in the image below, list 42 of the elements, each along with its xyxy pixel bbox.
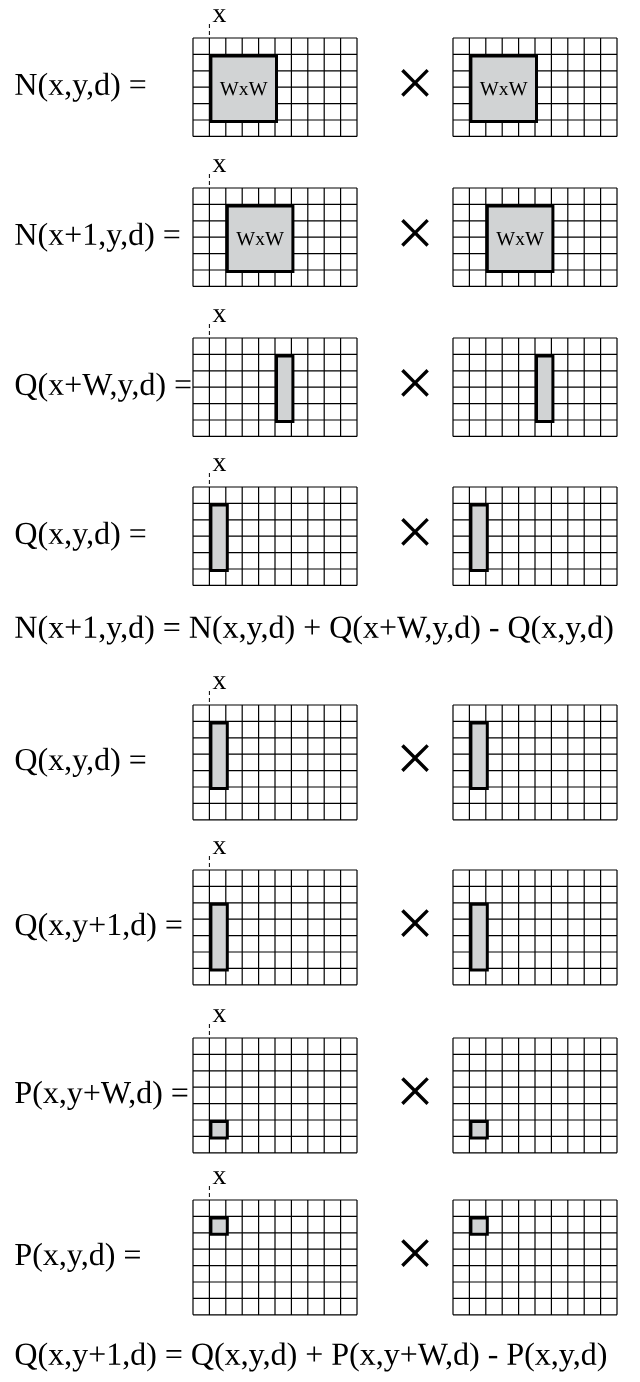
equation: N(x+1,y,d) = N(x,y,d) + Q(x+W,y,d) - Q(x,y,d) [15, 615, 613, 645]
axis-label: x [212, 9, 227, 22]
highlight-box [469, 721, 489, 790]
highlight-box: WxW [469, 54, 538, 123]
highlight-box [469, 503, 489, 572]
multiply-sign: × [401, 1239, 429, 1267]
axis-label: x [212, 1009, 227, 1022]
highlight-box [469, 902, 489, 972]
highlight-box [209, 902, 229, 972]
multiply-sign: × [401, 219, 429, 247]
multiply-sign: × [401, 518, 429, 546]
axis-label: x [212, 841, 227, 854]
equation-label: N(x+1,y,d) = [15, 222, 180, 252]
equation-label: P(x,y,d) = [15, 1242, 140, 1272]
highlight-box [209, 1120, 229, 1140]
highlight-box [209, 503, 229, 572]
highlight-box: WxW [485, 204, 555, 273]
equation-label: N(x,y,d) = [15, 72, 146, 102]
highlight-box [209, 721, 229, 790]
highlight-box [275, 354, 295, 423]
highlight-box: WxW [209, 54, 278, 123]
equation-label: Q(x,y,d) = [15, 747, 146, 777]
equation: Q(x,y+1,d) = Q(x,y,d) + P(x,y+W,d) - P(x,y,d) [15, 1342, 606, 1372]
highlight-box [469, 1216, 489, 1236]
highlight-box [535, 354, 555, 423]
multiply-sign: × [401, 69, 429, 97]
axis-label: x [212, 676, 227, 689]
axis-label: x [212, 309, 227, 322]
highlight-box: WxW [225, 204, 295, 273]
multiply-sign: × [401, 369, 429, 397]
axis-label: x [212, 458, 227, 471]
equation-label: P(x,y+W,d) = [15, 1080, 188, 1110]
highlight-box [209, 1216, 229, 1236]
multiply-sign: × [401, 1077, 429, 1105]
equation-label: Q(x,y+1,d) = [15, 912, 182, 942]
axis-label: x [212, 1171, 227, 1184]
multiply-sign: × [401, 744, 429, 772]
highlight-box [469, 1120, 489, 1140]
axis-label: x [212, 159, 227, 172]
equation-label: Q(x,y,d) = [15, 521, 146, 551]
multiply-sign: × [401, 909, 429, 937]
equation-label: Q(x+W,y,d) = [15, 372, 191, 402]
